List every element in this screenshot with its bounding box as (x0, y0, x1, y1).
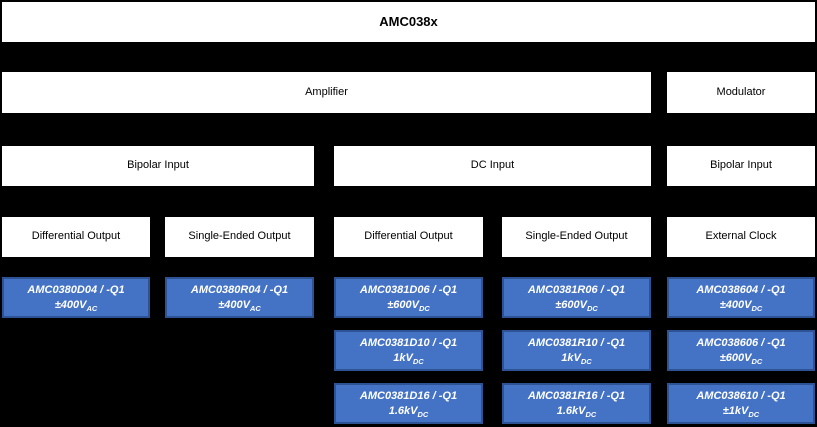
product-rating: ±400VDC (719, 298, 763, 313)
product-rating: 1.6kVDC (556, 404, 597, 419)
product-amc0380r04-box: AMC0380R04 / -Q1 ±400VAC (165, 277, 314, 318)
product-rating: ±400VAC (54, 298, 98, 313)
product-amc0381r10-box: AMC0381R10 / -Q1 1kVDC (502, 330, 651, 371)
product-amc038604-box: AMC038604 / -Q1 ±400VDC (667, 277, 815, 318)
output-single-ended-1-label: Single-Ended Output (188, 230, 291, 243)
product-name: AMC0381R10 / -Q1 (527, 336, 626, 349)
output-single-ended-1-box: Single-Ended Output (165, 217, 314, 257)
input-bipolar-left-label: Bipolar Input (127, 159, 189, 172)
input-dc-box: DC Input (334, 146, 651, 186)
function-amplifier-label: Amplifier (305, 85, 348, 98)
output-single-ended-2-label: Single-Ended Output (525, 230, 628, 243)
product-name: AMC0380D04 / -Q1 (27, 283, 125, 296)
product-name: AMC038604 / -Q1 (696, 283, 786, 296)
function-modulator-box: Modulator (667, 72, 815, 113)
output-differential-1-box: Differential Output (2, 217, 150, 257)
product-amc038606-box: AMC038606 / -Q1 ±600VDC (667, 330, 815, 371)
product-amc038610-box: AMC038610 / -Q1 ±1kVDC (667, 383, 815, 424)
product-rating: 1.6kVDC (388, 404, 429, 419)
product-amc0381r16-box: AMC0381R16 / -Q1 1.6kVDC (502, 383, 651, 424)
product-amc0381d10-box: AMC0381D10 / -Q1 1kVDC (334, 330, 483, 371)
product-name: AMC0380R04 / -Q1 (190, 283, 289, 296)
product-name: AMC0381R16 / -Q1 (527, 389, 626, 402)
output-differential-2-box: Differential Output (334, 217, 483, 257)
product-name: AMC0381R06 / -Q1 (527, 283, 626, 296)
product-name: AMC0381D10 / -Q1 (359, 336, 458, 349)
product-rating: 1kVDC (393, 351, 424, 366)
output-external-clock-label: External Clock (705, 230, 777, 243)
product-name: AMC0381D06 / -Q1 (359, 283, 458, 296)
product-rating: 1kVDC (561, 351, 592, 366)
input-bipolar-right-box: Bipolar Input (667, 146, 815, 186)
product-rating: ±600VDC (387, 298, 430, 313)
product-amc0381d16-box: AMC0381D16 / -Q1 1.6kVDC (334, 383, 483, 424)
output-differential-1-label: Differential Output (31, 230, 121, 243)
product-name: AMC0381D16 / -Q1 (359, 389, 458, 402)
input-dc-label: DC Input (470, 159, 515, 172)
input-bipolar-right-label: Bipolar Input (710, 159, 772, 172)
product-rating: ±1kVDC (722, 404, 760, 419)
function-amplifier-box: Amplifier (2, 72, 651, 113)
product-rating: ±600VDC (719, 351, 763, 366)
output-external-clock-box: External Clock (667, 217, 815, 257)
product-rating: ±600VDC (555, 298, 598, 313)
product-name: AMC038610 / -Q1 (696, 389, 786, 402)
family-title: AMC038x (379, 14, 438, 30)
output-single-ended-2-box: Single-Ended Output (502, 217, 651, 257)
function-modulator-label: Modulator (716, 85, 766, 98)
product-amc0381r06-box: AMC0381R06 / -Q1 ±600VDC (502, 277, 651, 318)
product-name: AMC038606 / -Q1 (696, 336, 786, 349)
product-amc0380d04-box: AMC0380D04 / -Q1 ±400VAC (2, 277, 150, 318)
input-bipolar-left-box: Bipolar Input (2, 146, 314, 186)
family-title-box: AMC038x (2, 2, 815, 42)
product-rating: ±400VAC (218, 298, 261, 313)
product-amc0381d06-box: AMC0381D06 / -Q1 ±600VDC (334, 277, 483, 318)
output-differential-2-label: Differential Output (364, 230, 453, 243)
